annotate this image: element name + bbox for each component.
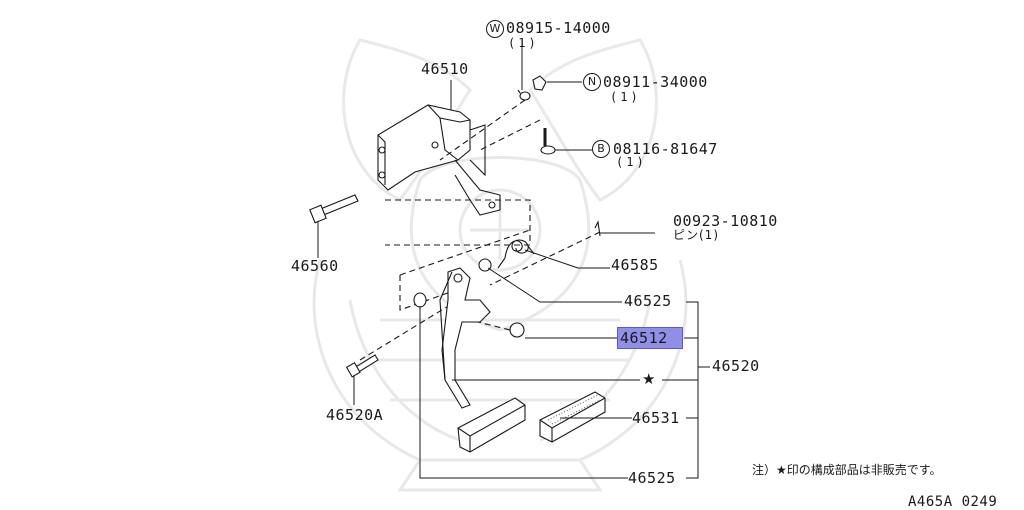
bushing-lower bbox=[413, 292, 427, 308]
washer bbox=[519, 91, 531, 101]
footnote: 注）★印の構成部品は非販売です。 bbox=[752, 463, 942, 477]
lower-bolt bbox=[345, 354, 379, 378]
long-bolt bbox=[309, 194, 359, 224]
bushing-lower-part-number[interactable]: 46525 bbox=[628, 469, 676, 487]
washer-qty: (1) bbox=[508, 36, 539, 50]
bushing-upper-part-number[interactable]: 46525 bbox=[624, 292, 672, 310]
return-spring bbox=[497, 239, 535, 269]
stopper bbox=[509, 322, 525, 338]
pedal-pad-part-number[interactable]: 46531 bbox=[632, 409, 680, 427]
spring-part-number[interactable]: 46585 bbox=[611, 256, 659, 274]
pedal-assembly-part-number[interactable]: 46520 bbox=[712, 357, 760, 375]
star-marker: ★ bbox=[642, 370, 656, 388]
stopper-part-number[interactable]: 46512 bbox=[620, 329, 668, 347]
pin-qty: ピン(1) bbox=[673, 228, 719, 242]
pedal-pad-cover bbox=[539, 391, 606, 443]
pedal-arm bbox=[439, 267, 491, 409]
long-bolt-part-number[interactable]: 46560 bbox=[291, 257, 339, 275]
washer-part-number[interactable]: 08915-14000 bbox=[506, 19, 611, 37]
nut bbox=[532, 75, 547, 91]
pedal-bracket bbox=[377, 104, 501, 216]
bolt-qty: (1) bbox=[616, 155, 647, 169]
bracket-part-number[interactable]: 46510 bbox=[421, 60, 469, 78]
pin bbox=[594, 220, 601, 237]
nut-qty: (1) bbox=[610, 90, 641, 104]
samurai-helmet-watermark-icon bbox=[312, 38, 688, 492]
washer-prefix-circle: W bbox=[486, 20, 504, 38]
nut-part-number[interactable]: 08911-34000 bbox=[603, 73, 708, 91]
pin-part-number[interactable]: 00923-10810 bbox=[673, 212, 778, 230]
bolt-prefix-circle: B bbox=[592, 140, 610, 158]
pedal-pad-mounted bbox=[457, 397, 526, 453]
bolt-part-number[interactable]: 08116-81647 bbox=[613, 140, 718, 158]
small-bolt bbox=[540, 128, 556, 155]
nut-prefix-circle: N bbox=[583, 73, 601, 91]
stopper-highlight bbox=[617, 327, 683, 349]
lower-bolt-part-number[interactable]: 46520A bbox=[326, 406, 384, 424]
diagram-code: A465A 0249 bbox=[908, 494, 998, 510]
